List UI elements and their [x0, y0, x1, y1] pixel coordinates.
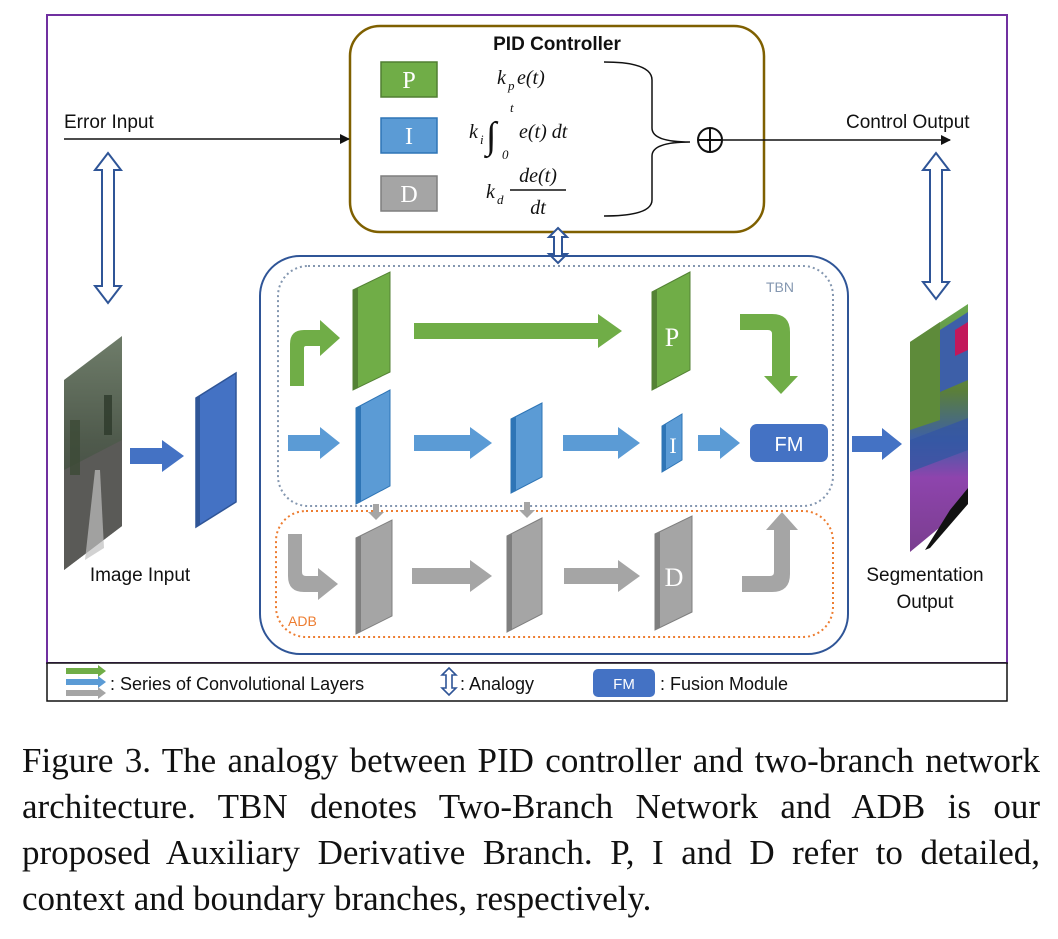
svg-text:d: d [497, 192, 504, 207]
svg-text:i: i [480, 132, 484, 147]
adb-box [275, 510, 834, 638]
svg-text:e(t) dt: e(t) dt [519, 121, 568, 143]
svg-text:k: k [497, 67, 507, 89]
i-branch-output-layer [661, 413, 683, 473]
p-formula: k p e(t) [497, 67, 545, 93]
p-branch-layer [352, 271, 391, 391]
fm-legend-box [593, 669, 655, 697]
fm-legend-label: FM [613, 676, 635, 693]
input-image [64, 336, 122, 570]
green-legend-arrow [66, 665, 106, 677]
segmentation-output-label-line2: Output [896, 592, 954, 613]
green-turn-arrow [740, 314, 798, 394]
gray-turn-arrow [742, 512, 798, 592]
svg-text:dt: dt [530, 197, 546, 219]
gray-down-arrow [519, 502, 535, 518]
error-input-label: Error Input [64, 112, 154, 133]
legend: : Series of Convolutional Layers : Analo… [46, 662, 1008, 702]
gray-turn-arrow [288, 534, 338, 600]
gray-legend-arrow [66, 687, 106, 699]
analogy-icon [92, 151, 124, 305]
d-branch-layer-1 [355, 519, 393, 635]
fusion-module-box [750, 424, 828, 462]
blue-arrow [414, 427, 492, 459]
svg-text:de(t): de(t) [519, 165, 557, 187]
analogy-icon [546, 226, 570, 265]
svg-text:k: k [486, 181, 496, 203]
analogy-legend-icon [440, 666, 458, 697]
d-term-box [380, 175, 438, 212]
i-term-box [380, 117, 438, 154]
gray-arrow [412, 560, 492, 592]
legend-fusion-text: : Fusion Module [660, 674, 788, 694]
tbn-box [277, 265, 834, 507]
green-turn-arrow [290, 320, 340, 386]
segmentation-output-image [910, 304, 968, 552]
arrow-icon [130, 440, 184, 472]
figure-caption: Figure 3. The analogy between PID contro… [22, 741, 1040, 918]
svg-text:0: 0 [502, 147, 509, 162]
i-branch-layer-1 [355, 389, 391, 505]
control-output-label: Control Output [846, 112, 970, 133]
network-box [259, 255, 849, 655]
segmentation-output-label: Segmentation [866, 565, 983, 586]
svg-text:t: t [510, 100, 514, 115]
p-term-letter: P [402, 68, 415, 94]
arrow-icon [852, 428, 902, 460]
d-formula: k d de(t) dt [486, 165, 566, 219]
blue-arrow [563, 427, 640, 459]
blue-arrow [698, 427, 740, 459]
d-branch-output-layer [654, 515, 693, 631]
blue-legend-arrow [66, 676, 106, 688]
legend-analogy-text: : Analogy [460, 674, 534, 694]
d-branch-layer-2 [506, 517, 543, 633]
i-branch-layer-2 [510, 402, 543, 494]
gray-arrow [564, 560, 640, 592]
d-branch-letter: D [665, 563, 684, 592]
i-term-letter: I [405, 124, 413, 150]
pid-analogy-diagram: PID Controller P I D k p e(t) k i ∫ t 0 … [46, 14, 1008, 702]
d-term-letter: D [400, 182, 417, 208]
i-branch-letter: I [669, 433, 676, 458]
svg-text:∫: ∫ [484, 115, 499, 159]
sum-brace [603, 61, 691, 217]
legend-series-text: : Series of Convolutional Layers [110, 674, 364, 694]
pid-title: PID Controller [493, 34, 621, 55]
tbn-label: TBN [766, 279, 794, 295]
fusion-module-label: FM [775, 434, 804, 456]
pid-controller-box: PID Controller P I D k p e(t) k i ∫ t 0 … [348, 24, 766, 234]
svg-text:k: k [469, 121, 479, 143]
svg-text:p: p [507, 78, 515, 93]
green-arrow [414, 314, 622, 348]
p-branch-letter: P [665, 323, 679, 352]
i-formula: k i ∫ t 0 e(t) dt [469, 100, 568, 162]
adb-label: ADB [288, 613, 317, 629]
svg-text:e(t): e(t) [517, 67, 545, 89]
stem-block [195, 371, 237, 529]
p-branch-output-layer [651, 271, 691, 391]
blue-arrow [288, 427, 340, 459]
analogy-icon [920, 151, 952, 301]
p-term-box [380, 61, 438, 98]
image-input-label: Image Input [90, 565, 191, 586]
gray-down-arrow [368, 504, 384, 520]
